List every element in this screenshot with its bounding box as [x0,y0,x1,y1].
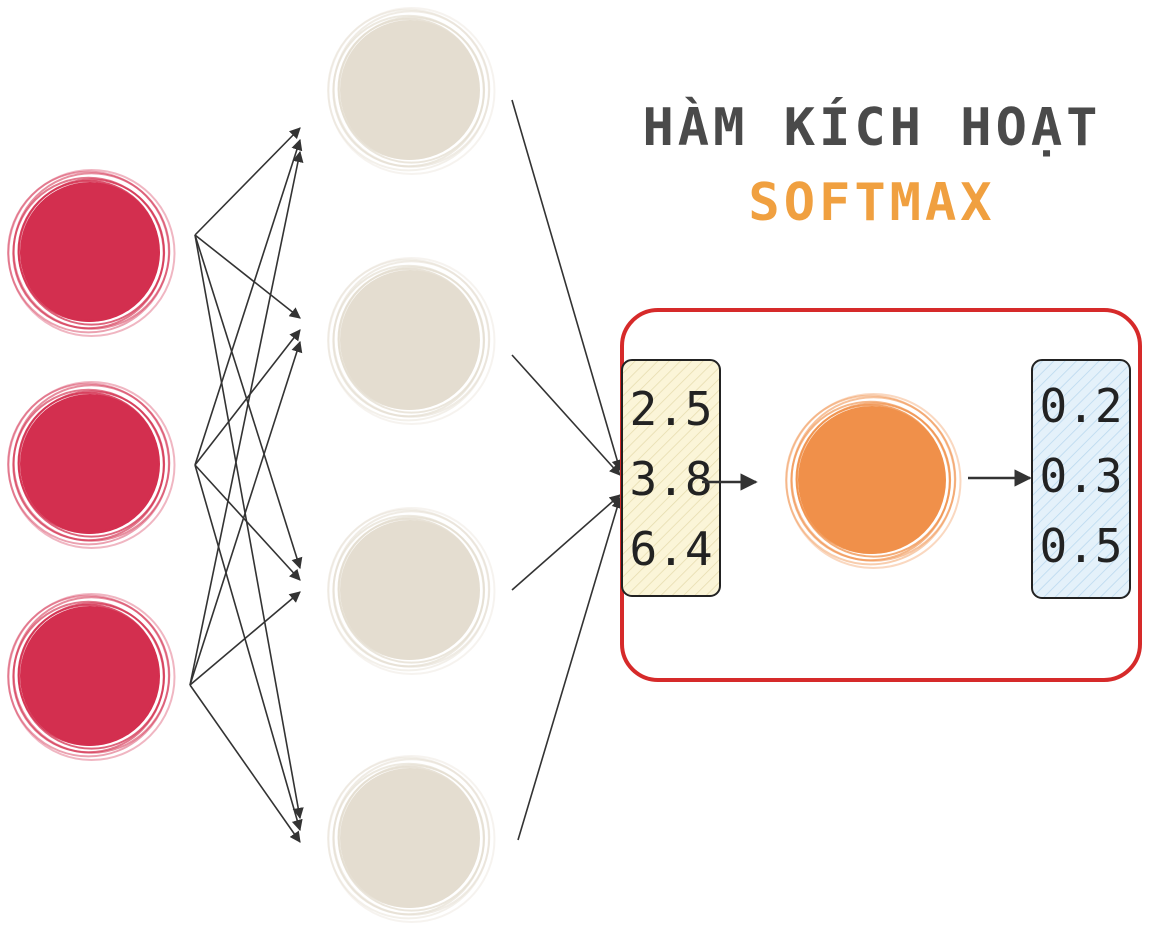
edge-hidden-to-output [517,496,623,841]
edge-input-to-hidden [189,684,301,843]
softmax-input-box [621,359,721,597]
hidden-node [327,257,496,425]
hidden-node [327,7,496,175]
edge-hidden-to-output [511,494,621,591]
input-node [7,593,176,761]
softmax-output-value: 0.2 [1039,379,1122,433]
network-nodes [7,7,962,923]
softmax-input-value: 2.5 [629,382,712,436]
softmax-node [785,393,962,569]
hidden-node [327,755,496,923]
edge-input-to-hidden [189,340,303,686]
hidden-node [327,507,496,675]
edge-input-to-hidden [194,138,303,466]
softmax-output-value: 0.3 [1039,449,1122,503]
edge-input-to-hidden [194,234,303,570]
title-line-2: SOFTMAX [748,173,995,233]
edge-input-to-hidden [194,127,301,236]
edge-input-to-hidden [189,591,301,686]
edge-input-to-hidden [189,150,304,686]
title-line-1: HÀM KÍCH HOẠT [643,97,1102,158]
softmax-output-box [1031,359,1131,599]
softmax-input-value: 6.4 [629,522,712,576]
input-node [7,169,176,337]
connection-edges [189,99,623,843]
edge-hidden-to-output [511,354,621,476]
edge-input-to-hidden [194,329,301,466]
edge-input-to-hidden [194,234,301,319]
input-node [7,381,176,549]
edge-input-to-hidden [194,464,303,832]
edge-hidden-to-output [511,99,623,472]
edge-input-to-hidden [194,234,304,820]
softmax-output-value: 0.5 [1039,519,1122,573]
edge-input-to-hidden [194,464,301,581]
softmax-input-value: 3.8 [629,452,712,506]
